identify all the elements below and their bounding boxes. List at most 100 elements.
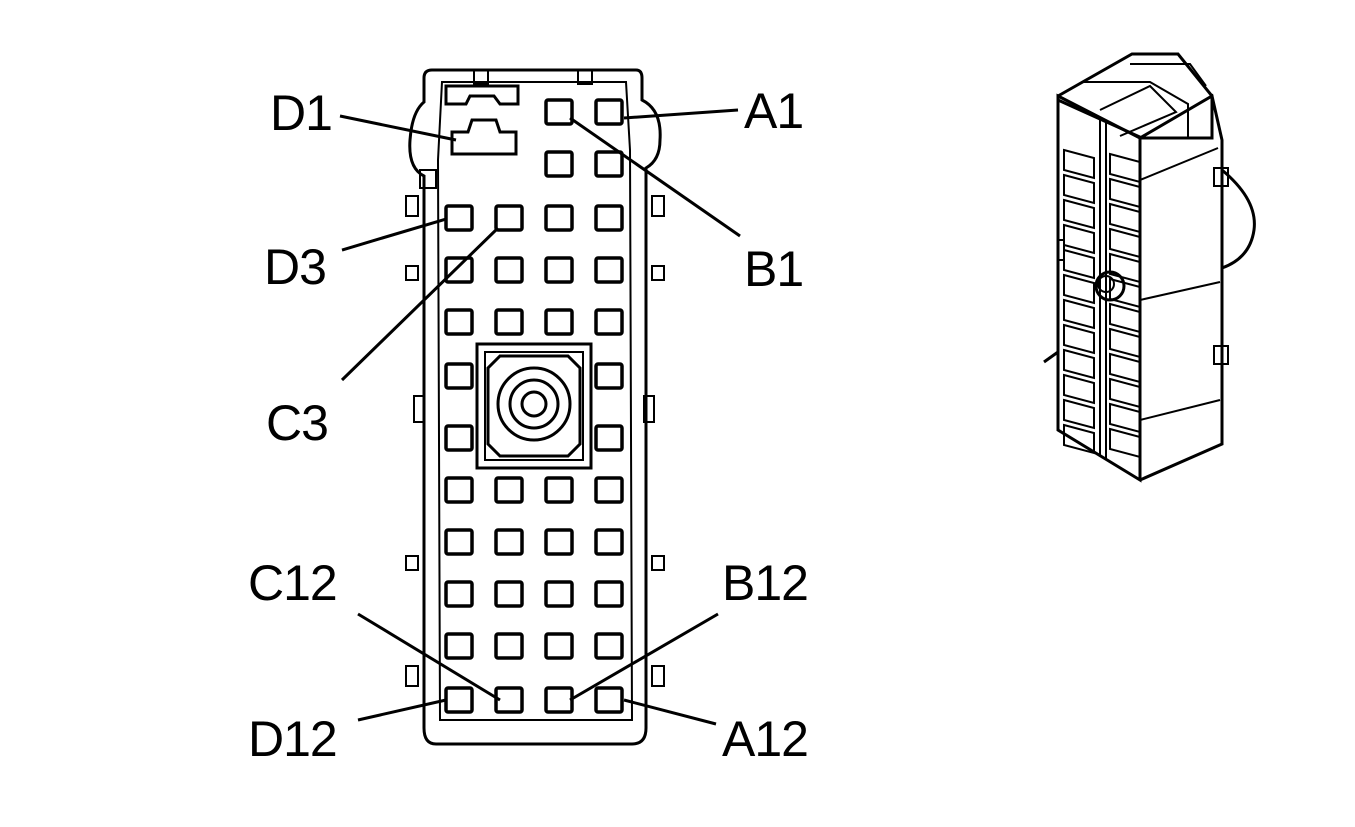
iso-cavity — [1063, 348, 1095, 380]
terminal-cavity — [544, 308, 574, 336]
terminal-cavity — [444, 580, 474, 608]
top-latch — [444, 84, 520, 106]
iso-cavity — [1109, 152, 1141, 184]
terminal-cavity — [444, 308, 474, 336]
terminal-cavity — [594, 362, 624, 390]
iso-cavity — [1109, 277, 1141, 309]
iso-cavity — [1063, 198, 1095, 230]
side-tab — [413, 395, 425, 423]
connector-housing-outline — [408, 68, 662, 746]
side-tab — [643, 395, 655, 423]
connector-housing-inner — [436, 81, 634, 721]
terminal-cavity — [494, 580, 524, 608]
iso-cavity — [1109, 302, 1141, 334]
key-tab — [450, 118, 518, 156]
iso-cavity — [1109, 227, 1141, 259]
terminal-cavity — [544, 204, 574, 232]
iso-cavity — [1063, 248, 1095, 280]
terminal-cavity — [594, 580, 624, 608]
iso-cavity — [1109, 327, 1141, 359]
iso-cavity — [1063, 173, 1095, 205]
iso-cavity — [1063, 323, 1095, 355]
terminal-cavity — [594, 204, 624, 232]
leader-lines — [339, 108, 741, 726]
side-tab — [405, 265, 419, 281]
label-d12: D12 — [248, 711, 337, 767]
terminal-cavity — [444, 362, 474, 390]
label-b12: B12 — [722, 555, 808, 611]
iso-body-right — [1139, 93, 1224, 482]
iso-cavity — [1109, 252, 1141, 284]
leader-c12 — [357, 612, 501, 702]
terminal-cavity — [494, 204, 524, 232]
label-d3: D3 — [264, 239, 326, 295]
iso-cavity-grid — [1063, 148, 1141, 459]
iso-top — [1056, 52, 1214, 140]
leader-c3 — [340, 226, 500, 382]
side-tab — [405, 195, 419, 217]
leader-a12 — [623, 698, 717, 726]
terminal-cavity — [544, 686, 574, 714]
iso-cavity — [1063, 398, 1095, 430]
terminal-cavities — [444, 98, 624, 714]
terminal-cavity — [594, 476, 624, 504]
terminal-cavity — [544, 150, 574, 178]
terminal-cavity — [494, 476, 524, 504]
terminal-cavity — [594, 308, 624, 336]
terminal-cavity — [444, 476, 474, 504]
iso-cavity — [1063, 273, 1095, 305]
label-b1: B1 — [744, 241, 803, 297]
terminal-cavity — [594, 256, 624, 284]
leader-a1 — [623, 108, 739, 120]
leader-d12 — [357, 698, 447, 722]
top-notch-left — [473, 69, 489, 85]
terminal-cavity — [594, 424, 624, 452]
connector-face-view — [405, 68, 665, 746]
terminal-cavity — [444, 632, 474, 660]
iso-cavity — [1109, 177, 1141, 209]
pin-labels: D1 A1 D3 B1 C3 C12 B12 D12 A12 — [248, 83, 809, 767]
iso-cavity — [1063, 223, 1095, 255]
terminal-cavity — [494, 308, 524, 336]
terminal-cavity — [544, 256, 574, 284]
terminal-cavity — [444, 424, 474, 452]
terminal-cavity — [594, 528, 624, 556]
terminal-cavity — [544, 580, 574, 608]
iso-cavity — [1063, 148, 1095, 180]
label-c12: C12 — [248, 555, 337, 611]
terminal-cavity — [494, 528, 524, 556]
leader-b1 — [569, 116, 741, 238]
terminal-cavity — [494, 632, 524, 660]
iso-cavity — [1109, 427, 1141, 459]
iso-cavity — [1063, 373, 1095, 405]
label-d1: D1 — [270, 85, 332, 141]
terminal-cavity — [444, 528, 474, 556]
terminal-cavity — [594, 98, 624, 126]
leader-d3 — [341, 217, 447, 252]
coax-port — [475, 342, 593, 470]
label-c3: C3 — [266, 395, 328, 451]
iso-cavity — [1109, 352, 1141, 384]
terminal-cavity — [544, 476, 574, 504]
top-notch-right — [577, 69, 593, 85]
terminal-cavity — [594, 686, 624, 714]
side-tab — [405, 555, 419, 571]
side-tab — [651, 195, 665, 217]
terminal-cavity — [544, 98, 574, 126]
side-tab — [405, 665, 419, 687]
terminal-cavity — [544, 528, 574, 556]
side-tab — [651, 665, 665, 687]
iso-cavity — [1109, 202, 1141, 234]
label-a1: A1 — [744, 83, 803, 139]
terminal-cavity — [444, 686, 474, 714]
iso-cavity — [1109, 402, 1141, 434]
terminal-cavity — [594, 150, 624, 178]
terminal-cavity — [444, 256, 474, 284]
terminal-cavity — [444, 204, 474, 232]
iso-cavity — [1063, 298, 1095, 330]
leader-d1 — [339, 114, 457, 142]
terminal-cavity — [494, 686, 524, 714]
iso-cavity — [1063, 423, 1095, 455]
side-tab — [419, 169, 437, 189]
